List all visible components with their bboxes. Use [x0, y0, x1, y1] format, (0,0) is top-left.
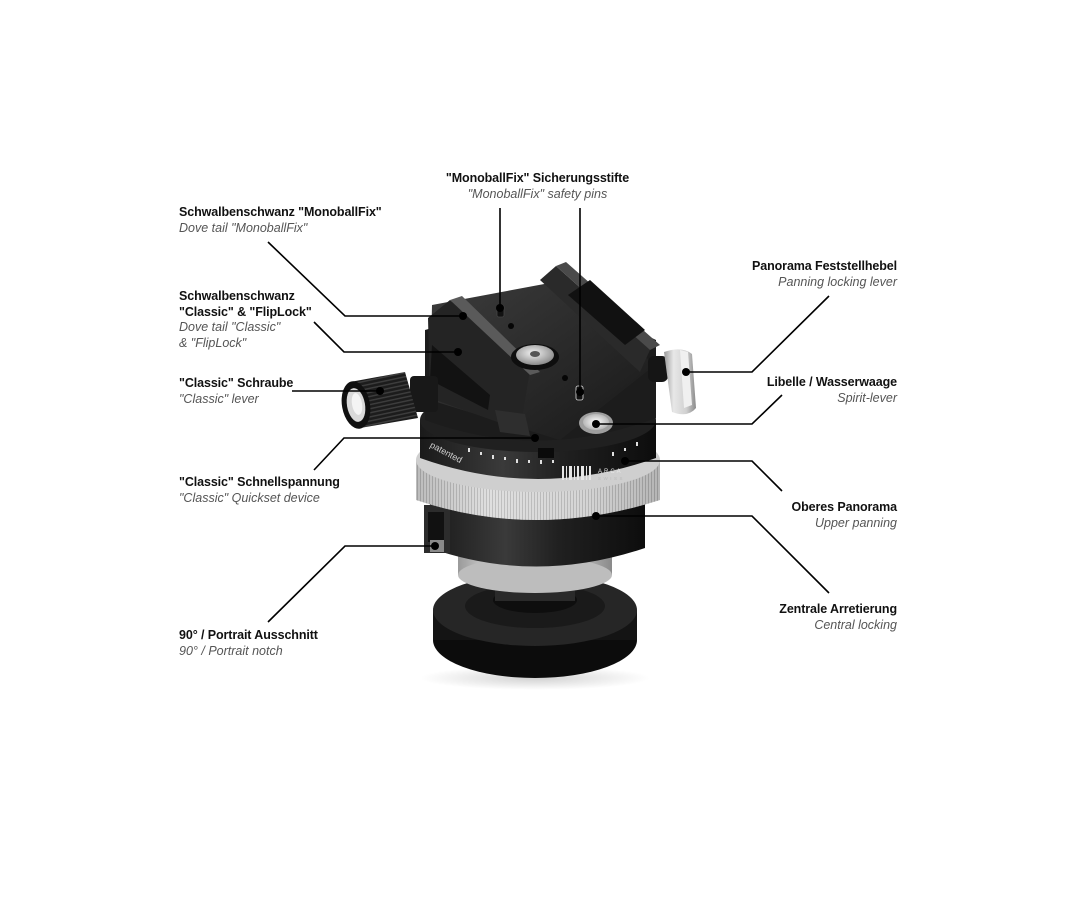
callout-subtitle-en: Dove tail "MonoballFix"	[179, 220, 308, 235]
leader-dovetail-classic	[313, 321, 458, 353]
callout-title-de-line1: Schwalbenschwanz	[179, 289, 295, 303]
panning-lever	[648, 349, 696, 415]
callout-title-de: Libelle / Wasserwaage	[766, 375, 897, 389]
leader-dovetail-monoballfix	[267, 241, 463, 317]
leader-upper-panning	[625, 460, 783, 492]
callout-title-de: 90° / Portrait Ausschnitt	[179, 628, 318, 642]
leader-dots	[376, 304, 690, 550]
brand-logo-text: ARCA	[598, 469, 623, 475]
leader-lines	[267, 208, 830, 623]
callout-subtitle-en: 90° / Portrait notch	[179, 643, 283, 658]
classic-screw-knob	[341, 372, 438, 429]
leader-classic-quickset	[313, 437, 535, 471]
callout-classic-screw: "Classic" Schraube "Classic" lever	[179, 376, 293, 407]
svg-text:SWISS: SWISS	[598, 476, 625, 481]
callout-title-de: Oberes Panorama	[791, 500, 898, 514]
leader-panning-lever	[686, 295, 830, 373]
leader-portrait-notch	[267, 545, 435, 623]
callout-subtitle-en: "Classic" lever	[179, 391, 259, 406]
callout-upper-panning: Oberes Panorama Upper panning	[792, 500, 898, 531]
callout-subtitle-en: "Classic" Quickset device	[179, 490, 320, 505]
callout-subtitle-en-line1: Dove tail "Classic"	[179, 320, 281, 334]
callout-subtitle-en: Central locking	[814, 617, 897, 632]
callout-spirit-level: Libelle / Wasserwaage Spirit-lever	[767, 375, 897, 406]
callout-title-de-line2: "Classic" & "FlipLock"	[179, 304, 312, 319]
callout-monoballfix-pins: "MonoballFix" Sicherungsstifte "Monoball…	[445, 171, 630, 202]
callout-title-de: "Classic" Schnellspannung	[179, 475, 340, 489]
callout-title-de: "Classic" Schraube	[179, 376, 294, 390]
callout-subtitle-en: "MonoballFix" safety pins	[467, 186, 608, 201]
callout-title-de: Schwalbenschwanz "MonoballFix"	[179, 205, 382, 219]
callout-subtitle-en: Panning locking lever	[778, 274, 897, 289]
clamp-body	[425, 262, 660, 458]
callout-subtitle-en: Upper panning	[814, 515, 897, 530]
callout-panning-lever: Panorama Feststellhebel Panning locking …	[752, 259, 897, 290]
callout-title-de: Panorama Feststellhebel	[752, 259, 897, 273]
base-foot	[433, 574, 637, 678]
callout-classic-quickset: "Classic" Schnellspannung "Classic" Quic…	[179, 475, 340, 506]
callout-dovetail-monoballfix: Schwalbenschwanz "MonoballFix" Dove tail…	[179, 205, 382, 236]
callout-portrait-notch: 90° / Portrait Ausschnitt 90° / Portrait…	[179, 628, 318, 659]
barcode-mark	[562, 466, 591, 480]
leader-central-locking	[596, 515, 830, 594]
leader-spirit-level	[596, 394, 783, 425]
callout-dovetail-classic-fliplock: Schwalbenschwanz "Classic" & "FlipLock" …	[179, 289, 312, 351]
callout-central-locking: Zentrale Arretierung Central locking	[779, 602, 897, 633]
callout-title-de: "MonoballFix" Sicherungsstifte	[445, 171, 630, 185]
callout-subtitle-en-line2: & "FlipLock"	[179, 335, 247, 350]
callout-subtitle-en: Spirit-lever	[837, 390, 897, 405]
callout-title-de: Zentrale Arretierung	[779, 602, 897, 616]
